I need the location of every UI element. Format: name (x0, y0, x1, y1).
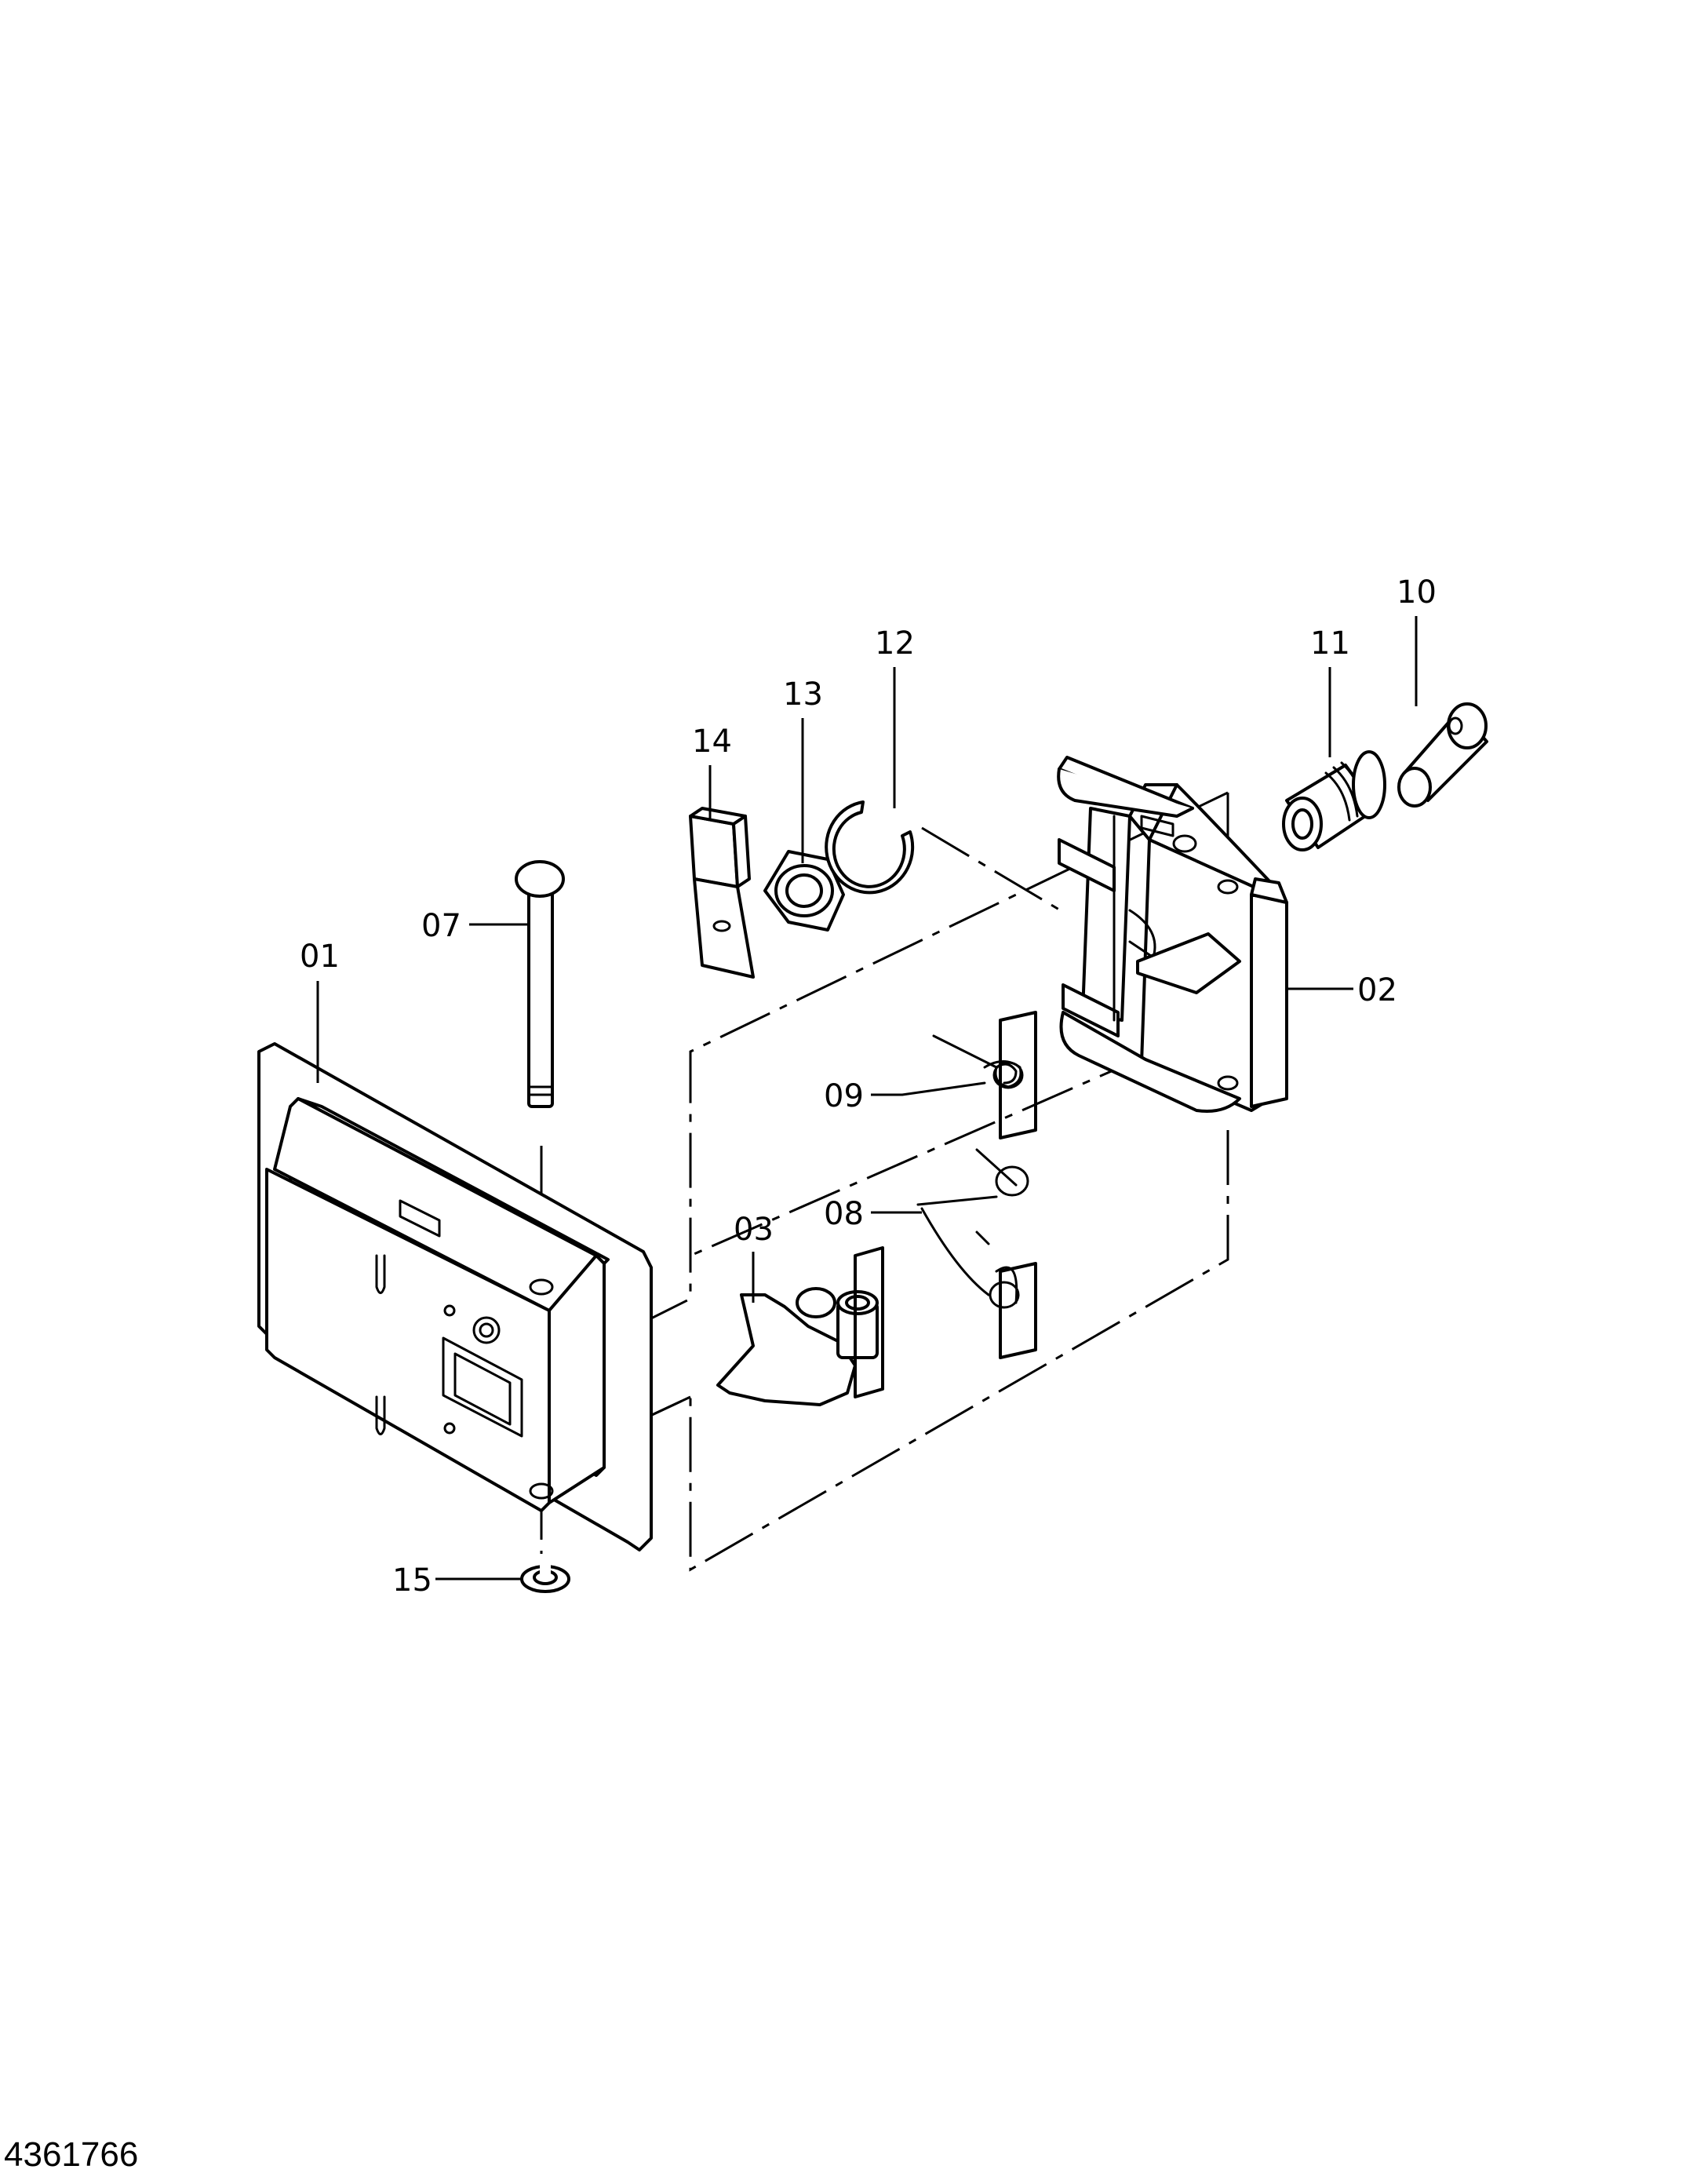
callout-03: 03 (734, 1212, 774, 1248)
callout-15: 15 (392, 1562, 432, 1599)
callout-07: 07 (421, 908, 461, 944)
retaining-ring (825, 800, 915, 895)
callout-12: 12 (875, 625, 915, 662)
callout-labels: 01 02 03 07 08 09 10 11 12 13 14 15 (300, 574, 1437, 1599)
threaded-bushing (1282, 750, 1386, 851)
e-clip (520, 1564, 570, 1593)
hex-nut (763, 850, 845, 932)
upper-torsion-spring (901, 1011, 1037, 1139)
callout-08: 08 (824, 1196, 864, 1232)
latch-cam (716, 1246, 1037, 1406)
callout-02: 02 (1357, 972, 1397, 1008)
callout-10: 10 (1397, 574, 1437, 611)
bracket-plate (689, 807, 755, 979)
callout-11: 11 (1310, 625, 1350, 662)
drawing-number: 4361766 (4, 2135, 138, 2174)
middle-torsion-spring (916, 1148, 1029, 1296)
callout-13: 13 (783, 676, 823, 713)
callout-09: 09 (824, 1078, 864, 1114)
lock-housing (257, 1042, 653, 1551)
pin (515, 860, 565, 1108)
callout-01: 01 (300, 939, 340, 975)
cylinder-plug (1397, 702, 1488, 808)
frame-bracket (1057, 756, 1288, 1113)
callout-14: 14 (692, 724, 732, 760)
leader-lines (316, 616, 1418, 1581)
